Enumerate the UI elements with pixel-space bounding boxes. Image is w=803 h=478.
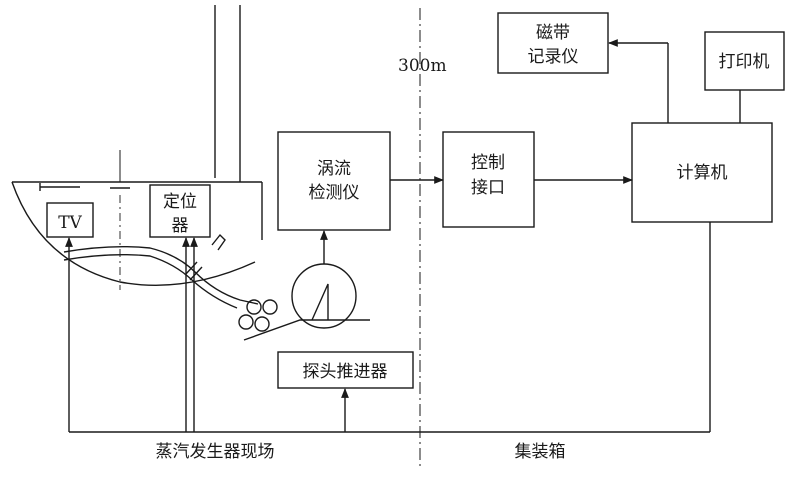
- distance-label: 300m: [398, 56, 447, 76]
- printer-label: 打印机: [719, 52, 770, 72]
- positioner-box: [149, 184, 211, 238]
- tape-recorder-label-line2: 记录仪: [528, 47, 579, 67]
- positioner-label-line1: 定位: [163, 192, 197, 212]
- printer-box: [704, 31, 785, 91]
- computer-label: 计算机: [677, 163, 728, 183]
- container-label: 集装箱: [515, 442, 566, 462]
- eddy-tester-label-line2: 检测仪: [309, 183, 360, 203]
- steam-generator-site-label: 蒸汽发生器现场: [156, 442, 275, 462]
- probe-pusher-box: [277, 351, 414, 389]
- steam-generator-vessel: [11, 5, 263, 290]
- positioner-label-line2: 器: [172, 216, 189, 236]
- probe-pusher-label: 探头推进器: [303, 362, 388, 382]
- computer-box: [631, 122, 773, 223]
- cable-drum: [291, 263, 357, 329]
- probe-guide-tube: [63, 245, 259, 309]
- tape-recorder-label-line1: 磁带: [536, 23, 570, 43]
- control-interface-label-line2: 接口: [471, 178, 505, 198]
- signal-connections: [65, 39, 741, 433]
- eddy-current-tester-box: [277, 131, 391, 231]
- tape-recorder-box: [497, 12, 609, 74]
- tv-label: TV: [58, 213, 82, 233]
- roller-drive: [238, 299, 370, 341]
- control-interface-label-line1: 控制: [471, 153, 505, 173]
- tv-box: [46, 202, 94, 238]
- eddy-tester-label-line1: 涡流: [317, 159, 351, 179]
